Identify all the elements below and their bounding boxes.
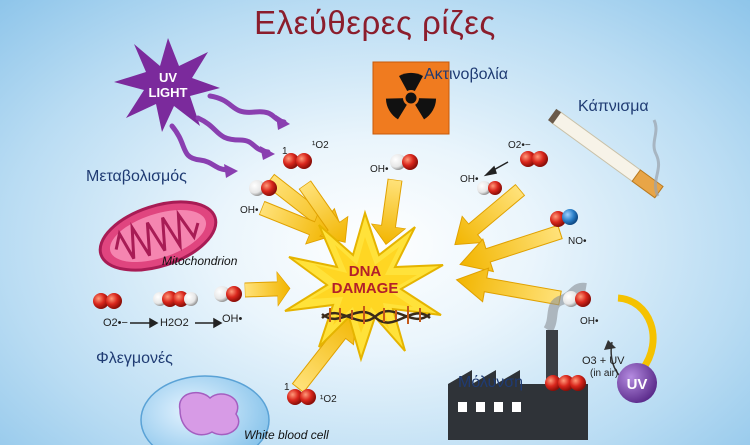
uv-badge-icon bbox=[604, 294, 657, 403]
radiation-icon bbox=[372, 61, 450, 135]
label-metabolism: Μεταβολισμός bbox=[86, 168, 187, 185]
cigarette-icon bbox=[548, 108, 664, 199]
label-pollution: Μόλυνση bbox=[458, 374, 524, 391]
factory-icon bbox=[448, 282, 588, 440]
page-title: Ελεύθερες ρίζες bbox=[254, 4, 496, 41]
uv-ray-heads bbox=[224, 115, 290, 178]
uv-rays bbox=[169, 93, 287, 173]
dna-helix bbox=[321, 306, 431, 324]
uv-badge-label: UV bbox=[627, 376, 648, 393]
molecule-singlet-o2-top bbox=[283, 153, 312, 169]
molecule-no bbox=[550, 209, 578, 227]
species-singlet-top-prefix: 1 bbox=[282, 146, 288, 157]
reaction-ozone-sub: (in air) bbox=[590, 368, 619, 379]
molecule-pollution bbox=[545, 375, 586, 391]
reaction-oh: OH• bbox=[222, 313, 243, 325]
species-superoxide-right: O2•− bbox=[508, 140, 531, 151]
molecules bbox=[93, 151, 591, 405]
label-smoking: Κάπνισμα bbox=[578, 98, 649, 115]
uv-light-star-icon bbox=[114, 38, 220, 132]
molecule-oh-far-right bbox=[563, 291, 591, 307]
white-blood-cell-icon bbox=[140, 375, 270, 445]
label-white-blood-cell: White blood cell bbox=[244, 428, 329, 442]
molecule-oh-left bbox=[249, 180, 277, 196]
molecule-oh-right bbox=[477, 181, 502, 195]
dna-damage-burst bbox=[284, 209, 444, 363]
species-singlet-bottom-prefix: 1 bbox=[284, 382, 290, 393]
label-radiation: Ακτινοβολία bbox=[424, 66, 509, 83]
molecule-oh-top bbox=[390, 154, 418, 170]
species-singlet-bottom: ¹O2 bbox=[320, 394, 337, 405]
molecule-h2o2 bbox=[153, 291, 198, 307]
species-oh-top: OH• bbox=[370, 164, 389, 175]
molecule-oh-inflammation bbox=[214, 286, 242, 302]
arrow-inflammation bbox=[243, 270, 292, 308]
reaction-arrows bbox=[130, 161, 509, 329]
center-label-line1: DNA bbox=[349, 263, 382, 280]
species-oh-left: OH• bbox=[240, 205, 259, 216]
label-inflammation: Φλεγμονές bbox=[96, 350, 173, 367]
label-mitochondrion: Mitochondrion bbox=[162, 254, 238, 268]
uv-light-line2: LIGHT bbox=[149, 85, 188, 100]
center-label-line2: DAMAGE bbox=[332, 280, 399, 297]
species-oh-right: OH• bbox=[460, 174, 479, 185]
reaction-superoxide: O2•− bbox=[103, 317, 128, 329]
mitochondrion-icon bbox=[98, 200, 218, 272]
species-no: NO• bbox=[568, 236, 587, 247]
smoke-icon bbox=[652, 119, 661, 197]
molecule-singlet-o2-bottom bbox=[287, 389, 316, 405]
species-oh-far-right: OH• bbox=[580, 316, 599, 327]
arrow-pollution bbox=[453, 262, 564, 316]
molecule-superoxide-right bbox=[520, 151, 548, 167]
reaction-h2o2: H2O2 bbox=[160, 317, 189, 329]
molecule-superoxide-left bbox=[93, 293, 122, 309]
reaction-ozone: O3 + UV bbox=[582, 355, 625, 367]
uv-light-line1: UV bbox=[159, 70, 177, 85]
species-singlet-top: ¹O2 bbox=[312, 140, 329, 151]
